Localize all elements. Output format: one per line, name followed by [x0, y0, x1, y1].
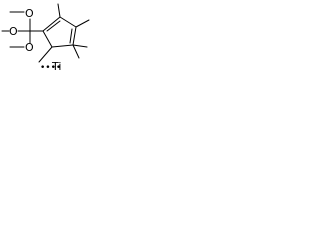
methyl-bond-c2	[75, 19, 90, 28]
oxygen-label-top: O	[25, 7, 34, 20]
bond-ring-c4-c5	[42, 30, 53, 48]
bond-ring-c3-c4	[51, 44, 74, 48]
double-bond-c2-c3-inner	[69, 28, 73, 44]
methyl-bond-c3-b	[72, 44, 80, 59]
molecule-canvas: O O O •••• Ti	[0, 0, 102, 79]
structure-diagram: O O O •••• Ti	[1, 3, 90, 73]
radical-dots: ••••	[40, 63, 61, 73]
bond-ring-c1-c2	[59, 16, 77, 28]
oxygen-label-left: O	[9, 25, 18, 38]
bond-ring-to-titanium	[38, 46, 53, 63]
bond-ring-c5-c1	[42, 16, 61, 32]
methyl-bond-c1	[57, 3, 61, 18]
bond-ring-c2-c3	[72, 26, 77, 46]
oxygen-label-bottom: O	[25, 41, 34, 54]
double-bond-c1-c5-inner	[46, 20, 61, 32]
titanium-label: Ti	[51, 60, 61, 73]
methyl-bond-c3-a	[72, 44, 88, 48]
